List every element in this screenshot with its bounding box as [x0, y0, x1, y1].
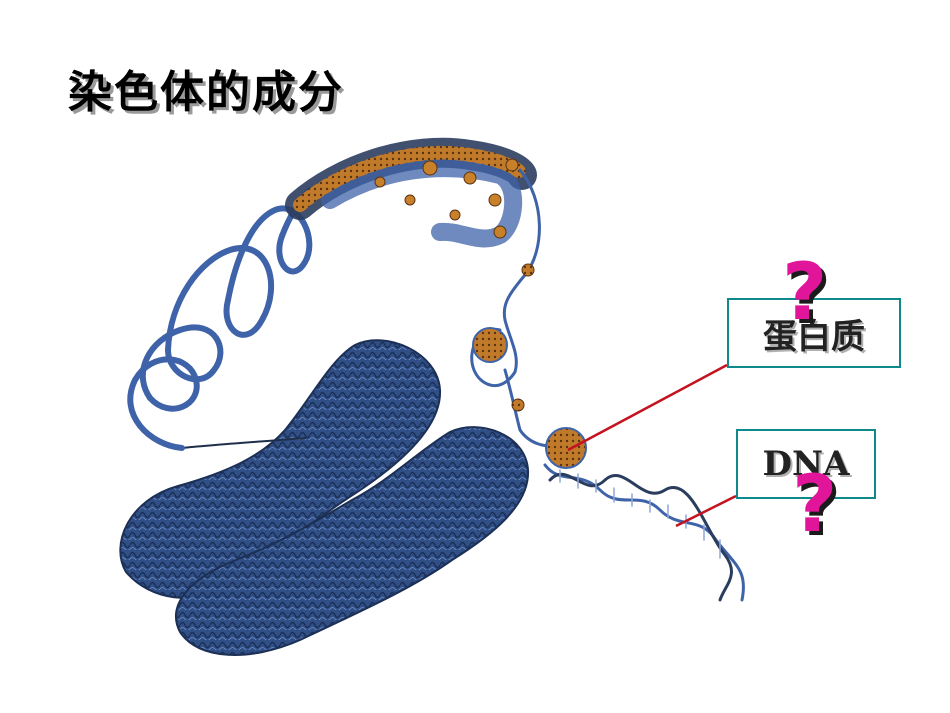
question-mark-icon: ?: [782, 248, 828, 338]
protein-label-box: 蛋白质: [727, 298, 901, 368]
chromatin-coil: [127, 187, 313, 451]
protein-label: 蛋白质: [763, 316, 865, 357]
nucleosome-cluster: [472, 327, 508, 363]
nucleosome-small: [511, 398, 525, 412]
nucleosome-cluster: [545, 427, 587, 469]
dna-double-helix: [543, 463, 745, 602]
protein-pointer-line: [567, 363, 728, 452]
thin-strand: [181, 437, 307, 449]
nucleosome-small: [521, 263, 535, 277]
slide-title: 染色体的成分: [68, 67, 344, 118]
dna-pointer-line: [675, 494, 737, 528]
dna-label: DNA: [762, 444, 850, 484]
chromatid-right: [175, 426, 530, 656]
question-mark-icon: ?: [792, 460, 838, 550]
metaphase-chromosome: [119, 339, 530, 656]
dna-label-box: DNA: [736, 429, 876, 499]
condensed-fiber: [285, 137, 537, 248]
